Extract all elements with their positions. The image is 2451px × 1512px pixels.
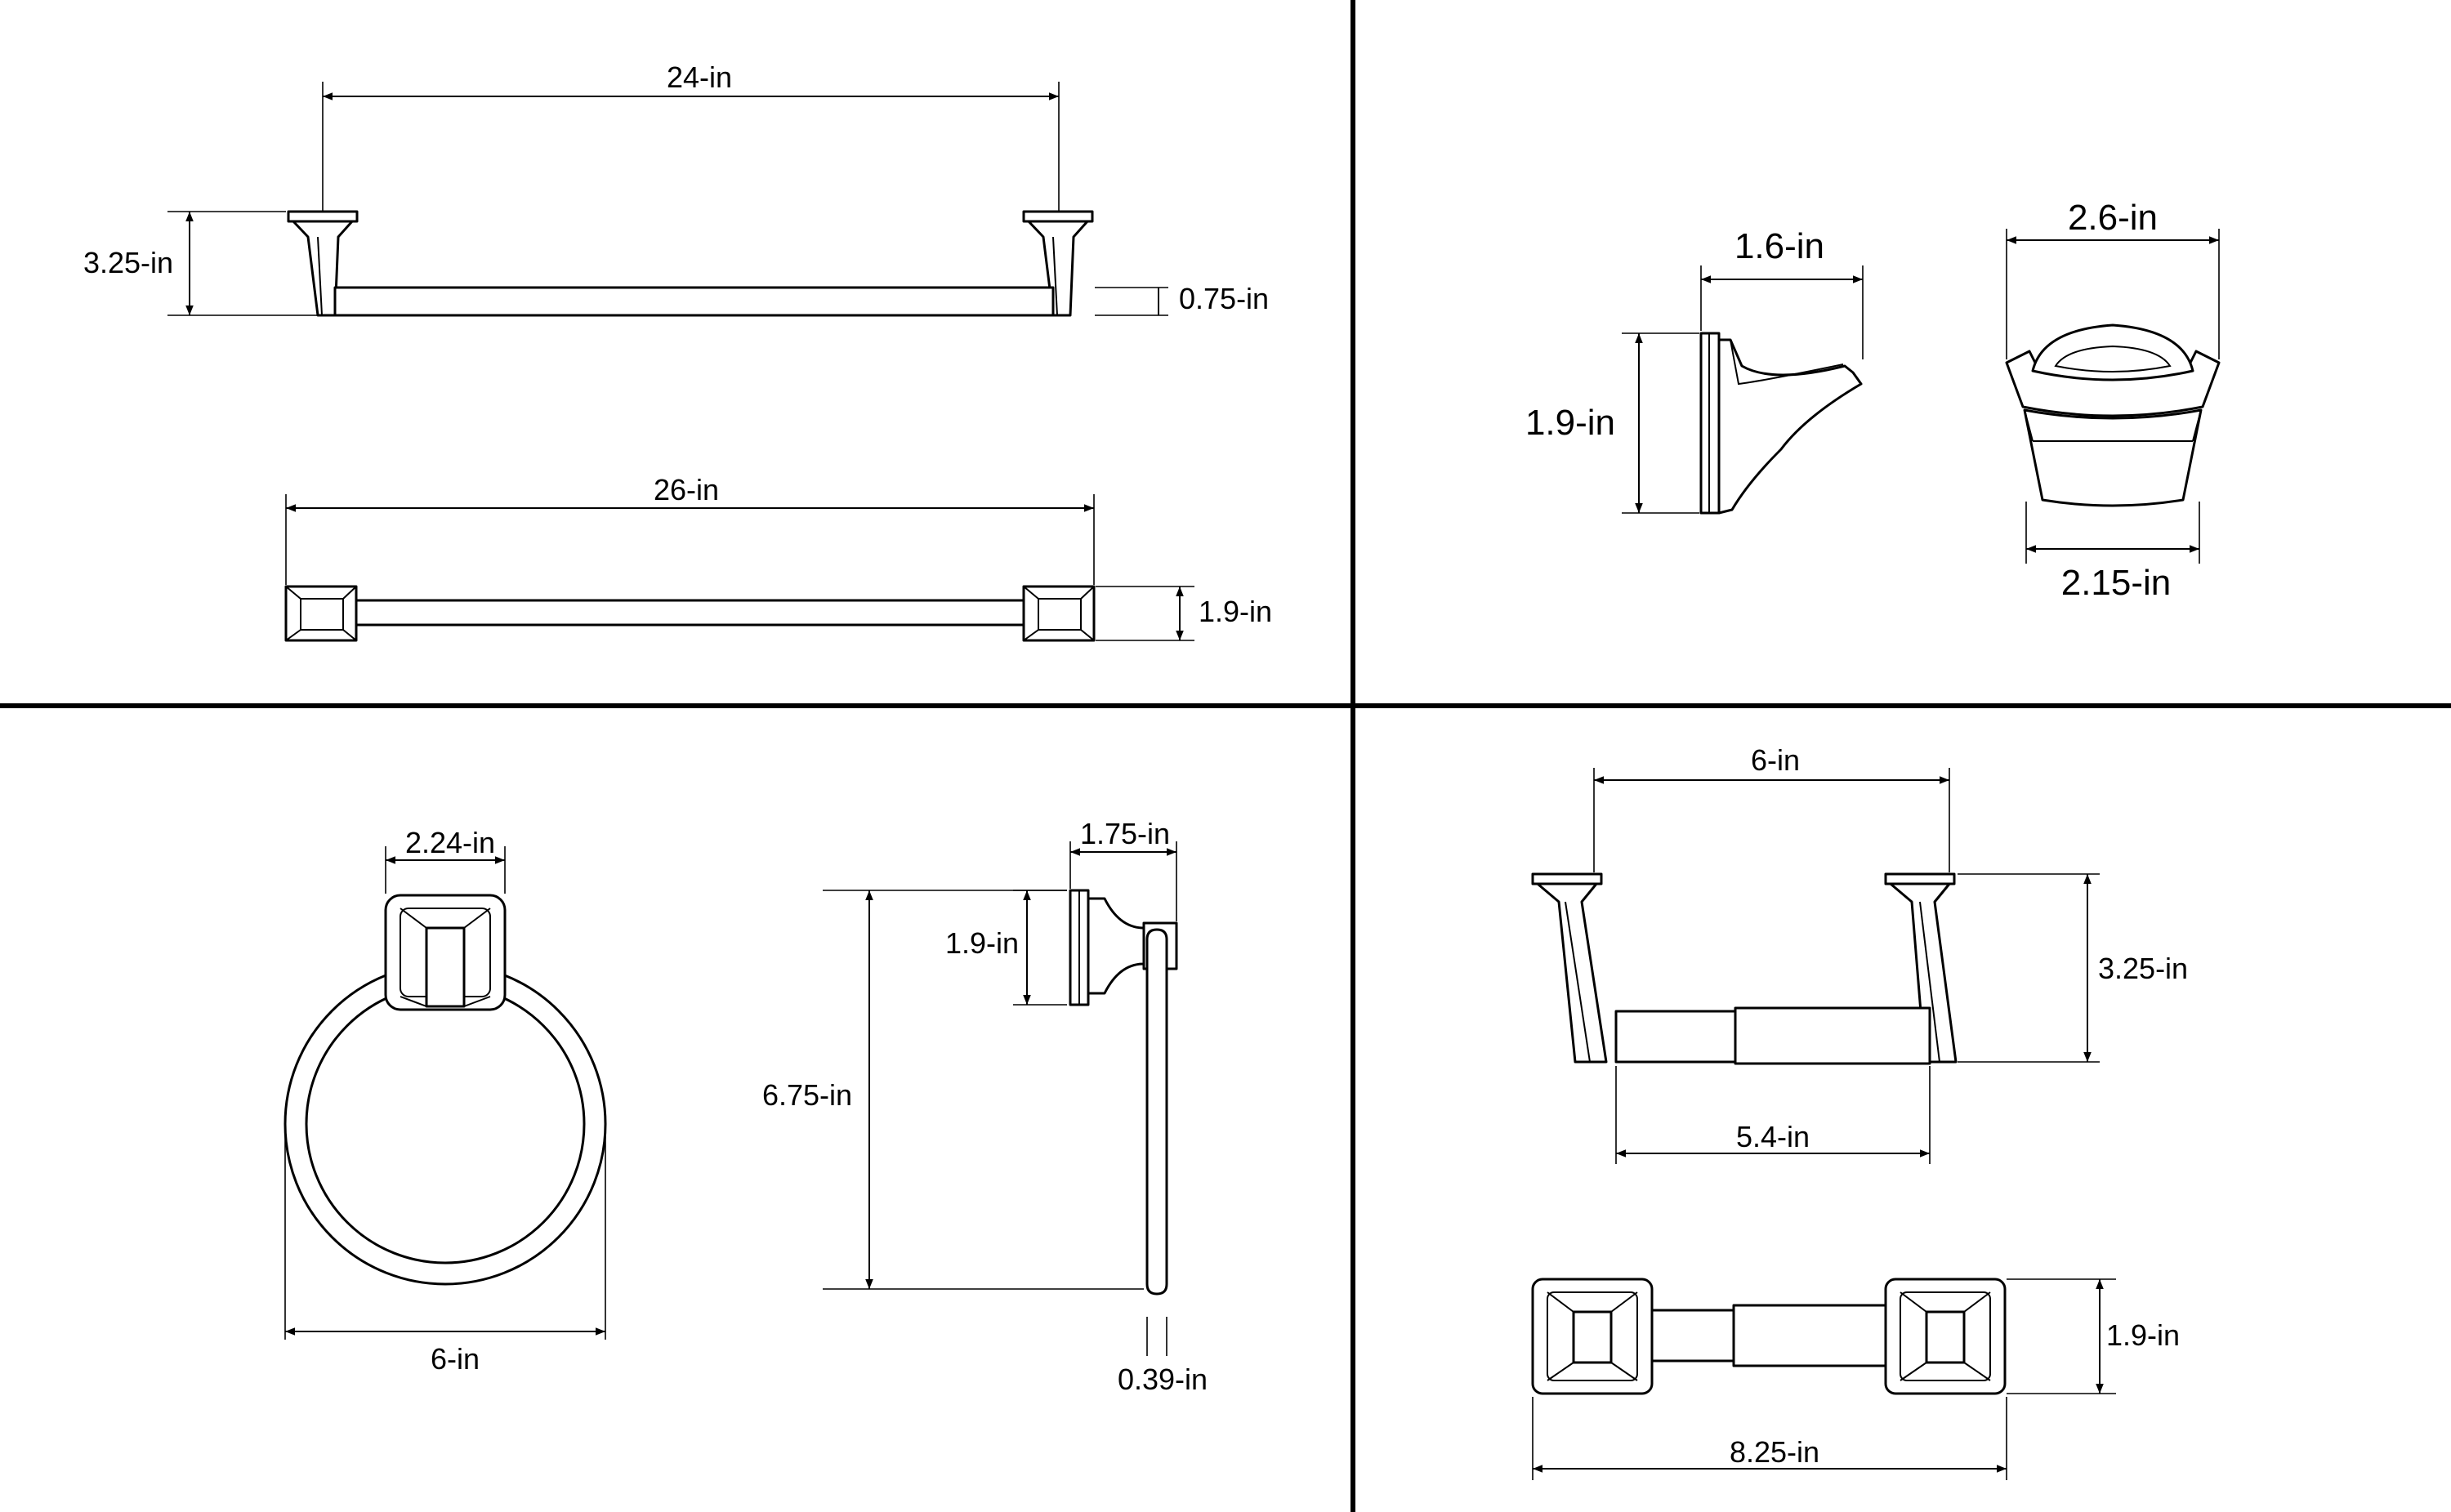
towel-ring-side-view [1069,889,1178,1296]
towel-ring-front-dimensions: 2.24-in 6-in [284,826,606,1376]
dim-1-6in: 1.6-in [1734,226,1824,266]
dim-2-15in: 2.15-in [2061,563,2172,603]
towel-bar-front-dimensions: 24-in 3.25-in 0.75-in [83,60,1269,316]
robe-hook-side-dimensions: 1.6-in 1.9-in [1525,226,1864,514]
dim-24in: 24-in [667,60,732,94]
dim-1-9in-holder: 1.9-in [2106,1318,2180,1352]
dim-26in: 26-in [654,473,719,506]
dim-2-24in: 2.24-in [405,826,495,859]
towel-bar-top-dimensions: 26-in 1.9-in [285,473,1272,641]
paper-holder-front-dimensions: 6-in 3.25-in 5.4-in [1593,743,2188,1164]
towel-ring-front-view [283,894,607,1286]
dim-5-4in: 5.4-in [1736,1120,1810,1153]
towel-ring-side-dimensions: 1.75-in 1.9-in 6.75-in 0.39-in [762,817,1208,1396]
dim-0-75in: 0.75-in [1179,282,1269,315]
paper-holder-top-dimensions: 1.9-in 8.25-in [1532,1278,2180,1480]
paper-holder-top-view [1531,1278,2007,1395]
towel-bar-top-view [284,585,1096,642]
dim-6-75in: 6.75-in [762,1078,852,1112]
robe-hook-side-view [1699,332,1863,515]
towel-bar-front-view [287,210,1094,317]
dim-3-25in: 3.25-in [83,246,173,279]
dim-8-25in: 8.25-in [1730,1435,1819,1469]
dim-1-75in: 1.75-in [1080,817,1170,850]
dim-0-39in: 0.39-in [1118,1363,1208,1396]
robe-hook-front-view [2005,323,2221,507]
robe-hook-front-dimensions: 2.6-in 2.15-in [2006,198,2220,603]
dim-2-6in: 2.6-in [2068,198,2158,238]
dim-1-9in-ring: 1.9-in [945,926,1019,960]
dim-6in-holder: 6-in [1751,743,1800,777]
paper-holder-front-view [1531,872,1958,1065]
dim-6in-ring: 6-in [431,1342,480,1376]
dim-1-9in-hook: 1.9-in [1525,403,1615,443]
dim-1-9in-bar: 1.9-in [1199,595,1272,628]
dim-3-25in-holder: 3.25-in [2098,952,2188,985]
